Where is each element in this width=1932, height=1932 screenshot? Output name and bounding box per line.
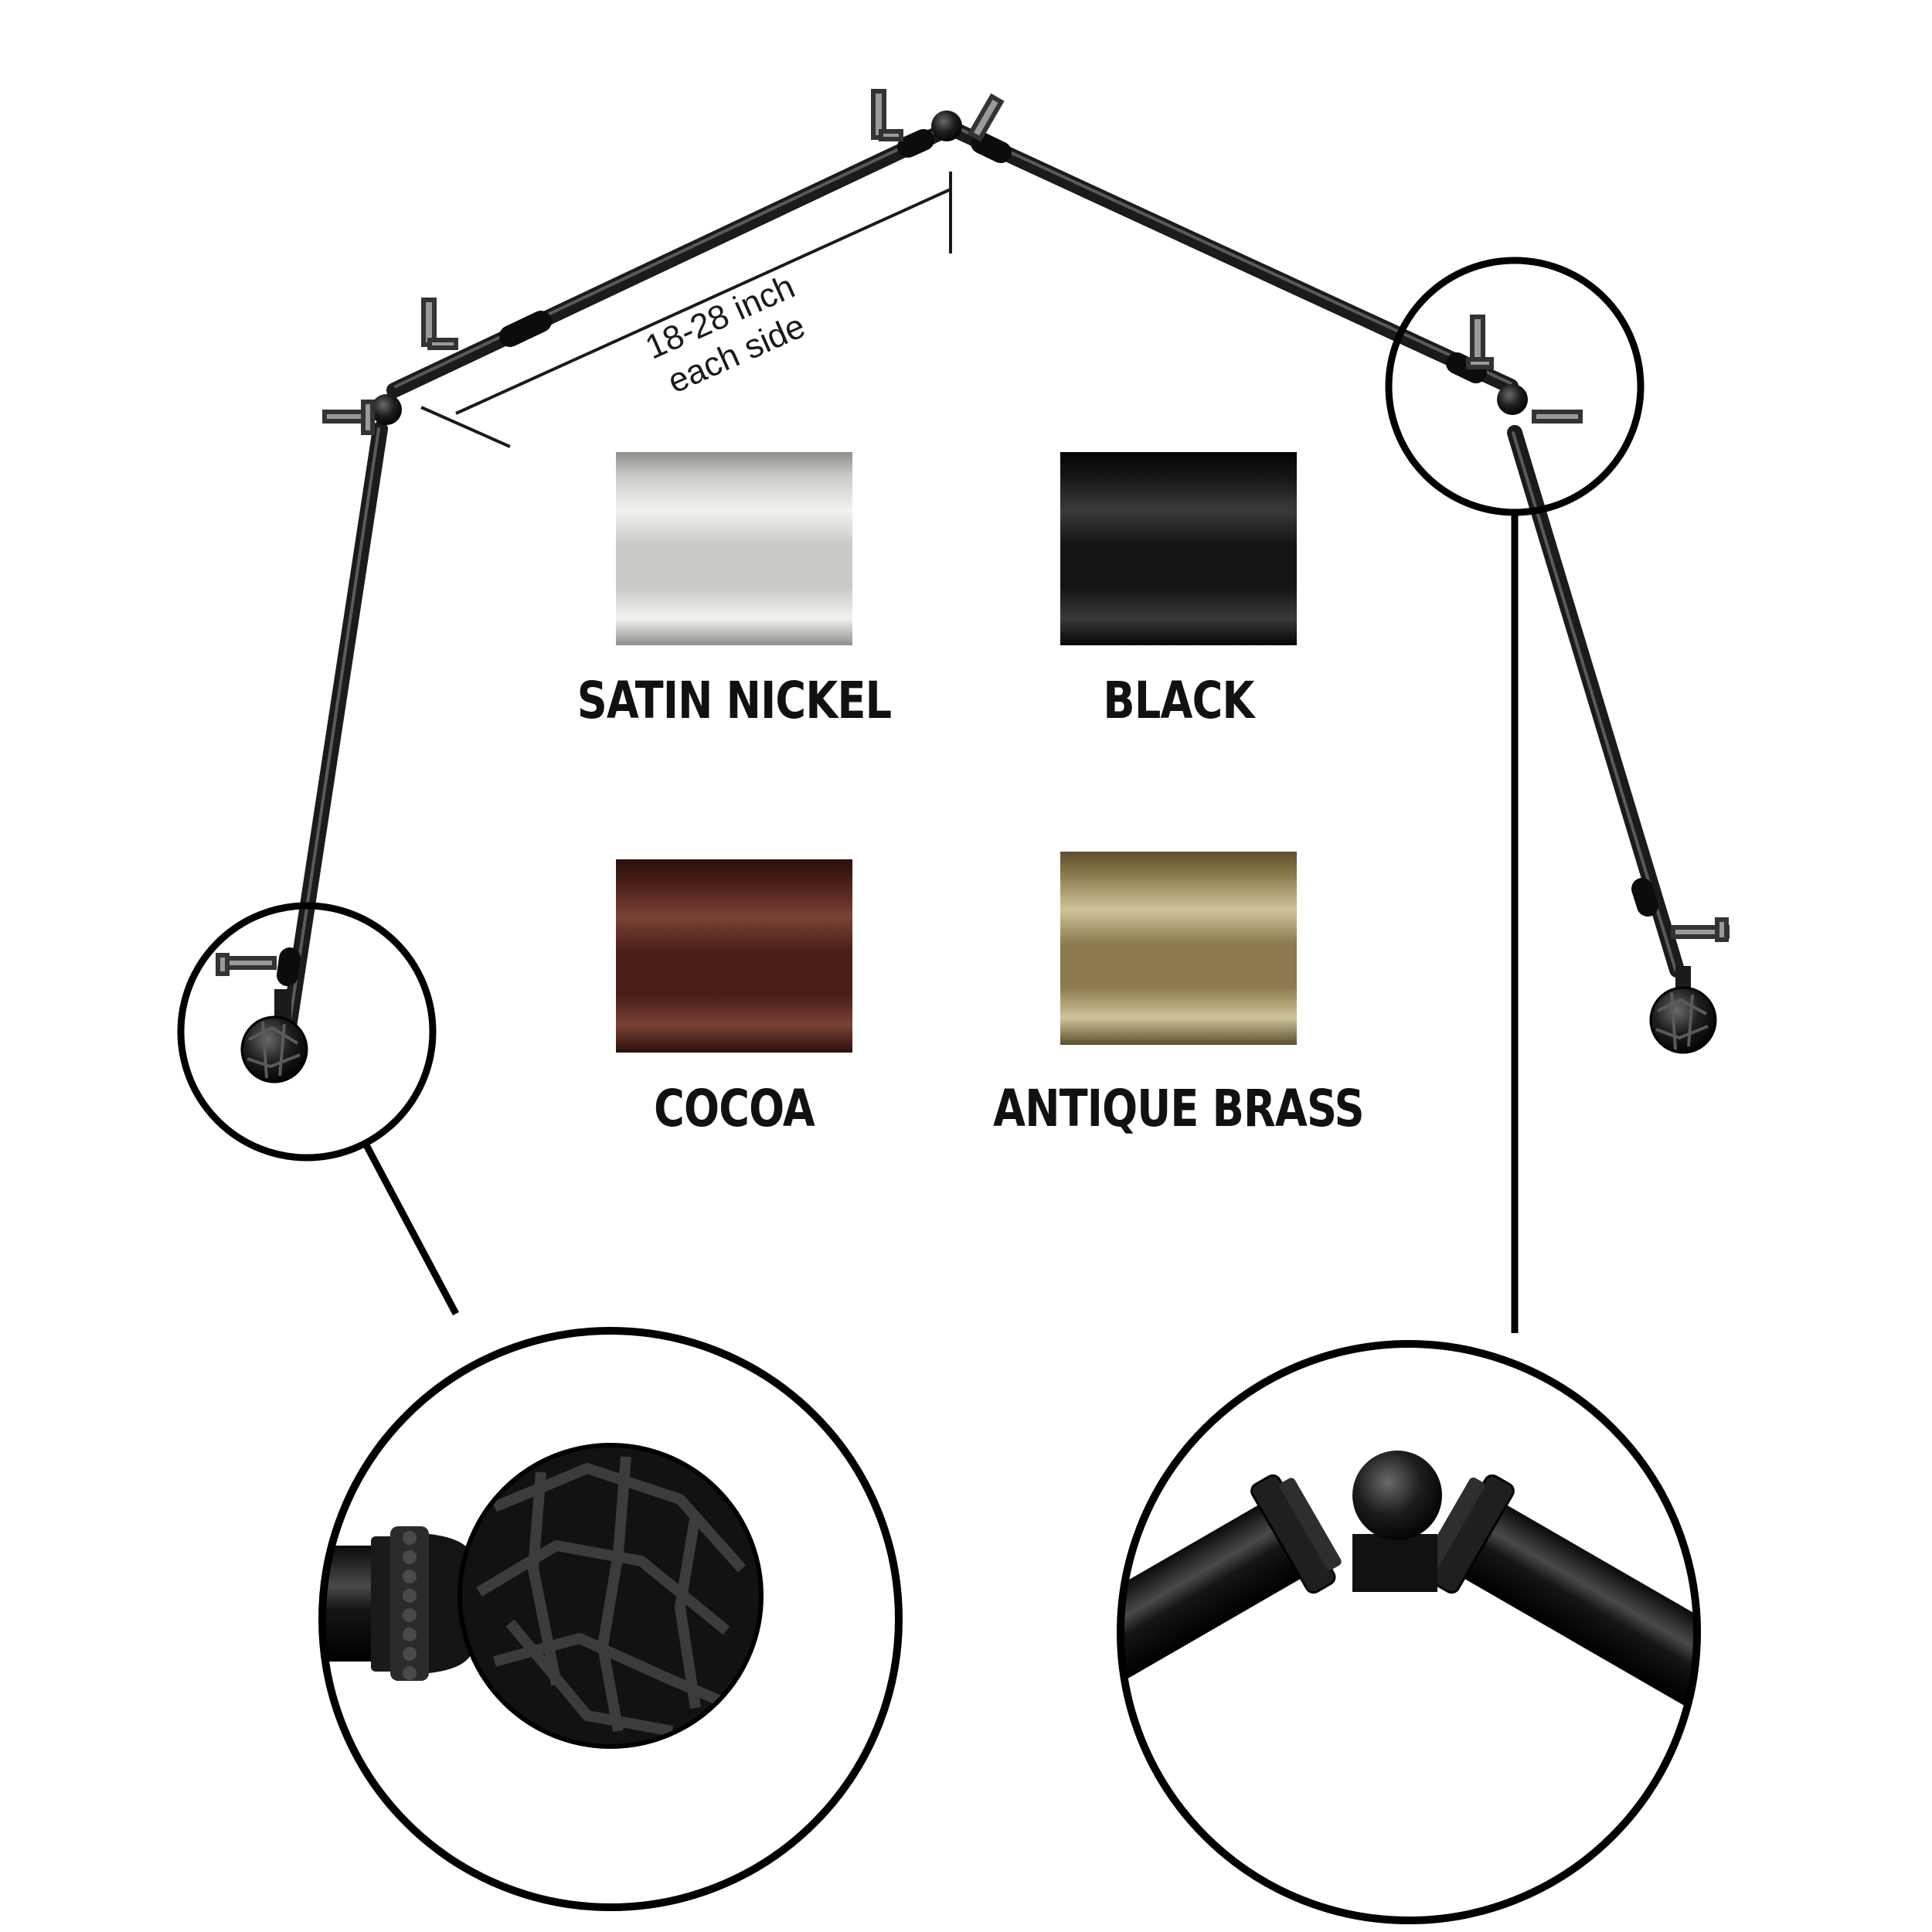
zoom-circle-finial	[318, 1327, 903, 1911]
callout-lines	[177, 257, 1645, 1333]
swatch-cocoa	[616, 859, 852, 1053]
zoom-circle-joint	[1117, 1340, 1701, 1924]
bracket-icon	[216, 953, 277, 976]
swatch-satin-nickel	[616, 452, 852, 645]
label-antique-brass: ANTIQUE BRASS	[993, 1079, 1364, 1138]
finial-left	[240, 989, 308, 1083]
bracket-icon	[1532, 410, 1583, 423]
corner-joint-right	[1497, 384, 1528, 415]
corner-joint-left	[371, 394, 402, 425]
bracket-icon	[322, 400, 375, 435]
callout-circle-finial	[177, 902, 437, 1162]
corner-joints	[371, 111, 1528, 425]
rod-left-center	[386, 124, 951, 398]
bracket-icon	[1466, 315, 1494, 369]
bracket-icon	[967, 93, 1005, 142]
zoom-joint-detail	[1117, 1340, 1701, 1924]
label-satin-nickel: SATIN NICKEL	[577, 671, 892, 730]
zoom-finial-detail	[318, 1327, 903, 1911]
rod-right-center	[951, 124, 1519, 394]
label-cocoa: COCOA	[654, 1079, 815, 1138]
label-black: BLACK	[1103, 671, 1254, 730]
swatch-antique-brass	[1060, 852, 1297, 1045]
curtain-rod	[277, 124, 1685, 1055]
mounting-brackets	[216, 89, 1730, 976]
finial-right	[1649, 966, 1717, 1054]
bracket-icon	[871, 89, 903, 141]
corner-joint-top	[931, 111, 962, 141]
bracket-icon	[421, 298, 458, 350]
bracket-icon	[1671, 917, 1730, 942]
measurement-indicator	[420, 172, 952, 448]
swatch-black	[1060, 452, 1297, 645]
